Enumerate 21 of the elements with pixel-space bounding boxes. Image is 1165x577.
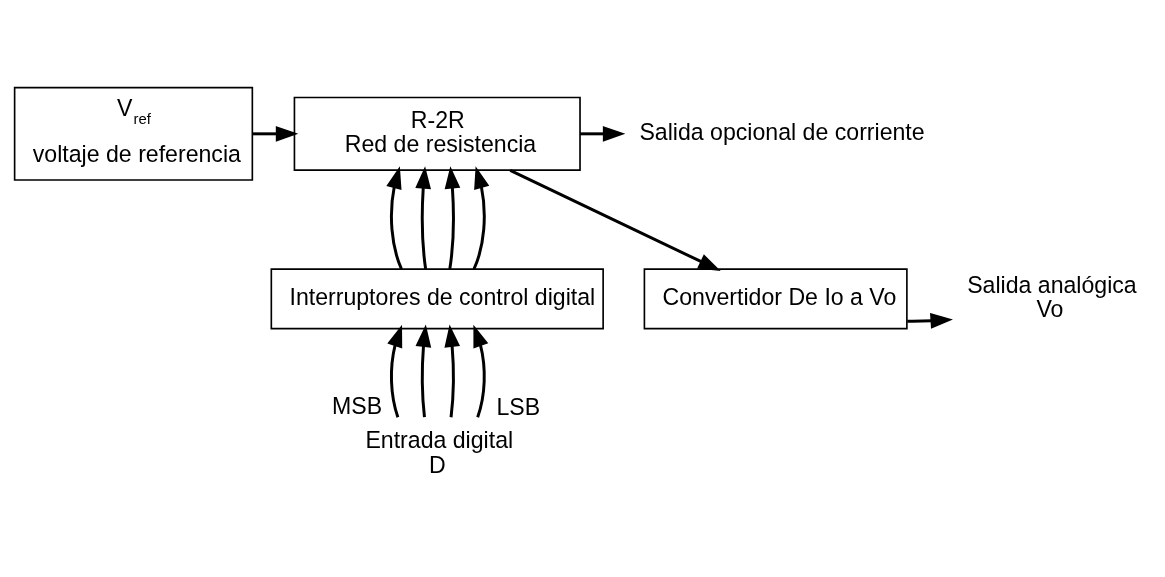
node-box: R-2R Red de resistencia <box>293 96 581 171</box>
edge-label: LSB <box>496 393 541 420</box>
arrow <box>509 168 721 271</box>
node-text: Salida opcional de corriente <box>639 118 925 145</box>
arrow <box>252 125 299 142</box>
node-box: Convertidor De Io a Vo <box>643 267 908 329</box>
arrow <box>444 324 461 417</box>
node-box: V$_{ref}$ voltaje de referencia <box>13 86 254 181</box>
node-text: Entrada digital D <box>365 426 514 478</box>
node-box: Interruptores de control digital <box>270 267 604 329</box>
arrow <box>386 165 403 270</box>
edge-label: MSB <box>332 392 383 419</box>
node-text: Salida analógica Vo <box>967 271 1137 322</box>
arrow <box>473 324 489 418</box>
arrow <box>444 165 461 269</box>
arrow <box>387 324 403 418</box>
arrow <box>415 165 431 269</box>
arrow <box>415 324 432 417</box>
arrow <box>907 312 953 329</box>
arrow <box>472 165 490 270</box>
arrow <box>580 125 626 142</box>
